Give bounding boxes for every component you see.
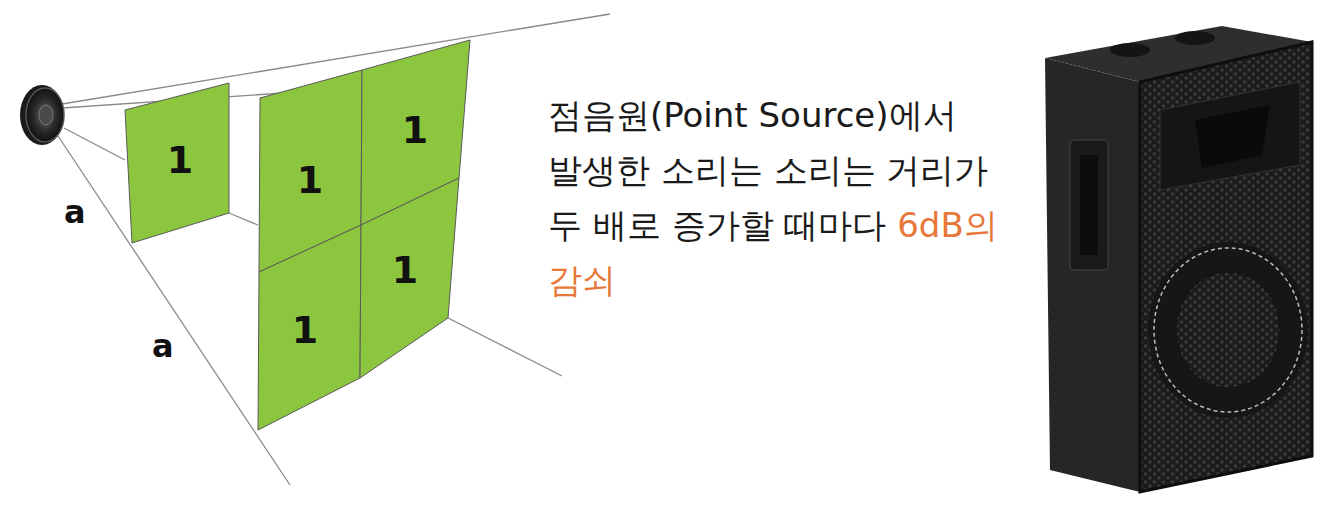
panel-fill	[125, 83, 229, 243]
sound-panel: 1	[125, 83, 229, 243]
description: 점음원(Point Source)에서 발생한 소리는 소리는 거리가 두 배로…	[548, 88, 998, 308]
speaker-cabinet	[1045, 26, 1312, 492]
panel-number: 1	[167, 141, 193, 179]
panel-fill	[360, 178, 459, 378]
ray-lines	[58, 14, 610, 485]
sound-panel: 1	[360, 178, 459, 378]
distance-label: a	[152, 330, 174, 362]
panel-number: 1	[292, 311, 318, 349]
sound-panel: 1	[258, 225, 361, 430]
panel-number: 1	[392, 251, 418, 289]
panel-number: 1	[402, 111, 428, 149]
panel-fill	[258, 225, 361, 430]
speaker-icon	[20, 85, 64, 145]
panel-number: 1	[297, 161, 323, 199]
distance-label: a	[64, 196, 86, 228]
